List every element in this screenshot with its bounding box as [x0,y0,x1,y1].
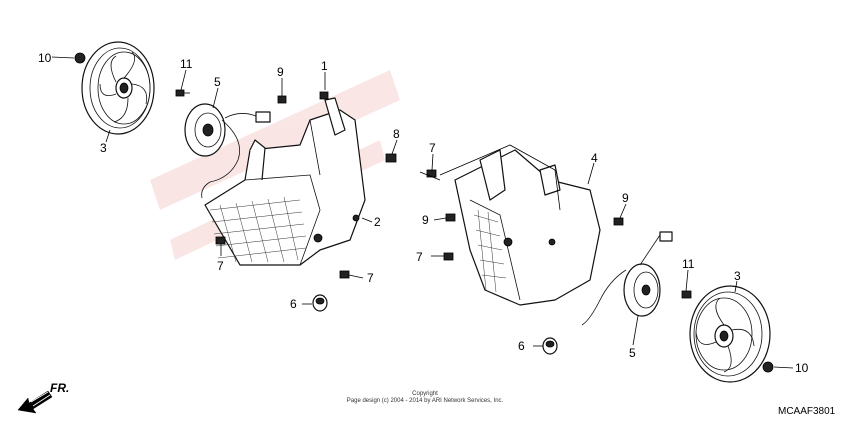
callout-7-right-low: 7 [416,250,423,264]
callout-7-right-top: 7 [429,141,436,155]
bolt-right-11 [681,290,692,299]
fan-motor-right [581,231,673,326]
callout-10-right: 10 [795,361,809,375]
shroud-right [454,149,601,306]
bolt-7-right-low [443,252,454,261]
callout-2: 2 [374,215,381,229]
callout-5-left: 5 [214,75,221,89]
callout-10-left: 10 [38,51,52,65]
bolt-left-11 [175,89,190,97]
callout-11-left: 11 [180,57,193,71]
callout-4: 4 [591,151,598,165]
nut-left [74,52,86,64]
callout-7-left-low: 7 [217,259,224,273]
shroud-left-mesh [209,196,307,263]
fan-blade-left [81,41,155,135]
diagram-code: MCAAF3801 [778,406,836,417]
callout-9-mid: 9 [422,213,429,227]
clip-9-right [613,217,624,226]
callout-6-left: 6 [290,297,297,311]
grommet-6-right [542,337,558,355]
callout-9-right: 9 [622,191,629,205]
shroud-right-mesh [473,209,507,293]
grommet-6-left [312,294,328,312]
shroud-left [204,97,366,266]
clip-1 [319,91,329,100]
fan-blade-right [689,285,771,383]
callout-3-left: 3 [100,141,107,155]
bolt-7-right-top [426,169,437,178]
callout-9-top: 9 [277,65,284,79]
direction-label: FR. [50,381,69,395]
bolt-7-mid [339,270,350,279]
clip-9-mid [445,213,456,222]
fan-motor-left [184,103,271,199]
bolt-9-left [277,95,287,104]
callout-1: 1 [321,59,328,73]
copyright-line-2: Page design (c) 2004 - 2014 by ARI Netwo… [347,398,504,404]
bolt-8 [385,153,397,163]
nut-right [762,361,774,373]
callout-3-right: 3 [734,269,741,283]
leader-lines [51,56,794,369]
copyright-line-1: Copyright [412,391,438,397]
callout-8: 8 [393,127,400,141]
callout-5-right: 5 [629,346,636,360]
callout-7-mid: 7 [367,271,374,285]
callout-11-right: 11 [682,257,695,271]
callout-6-right: 6 [518,339,525,353]
bolt-7-left-low [215,236,226,245]
front-direction-arrow-icon [17,390,53,414]
